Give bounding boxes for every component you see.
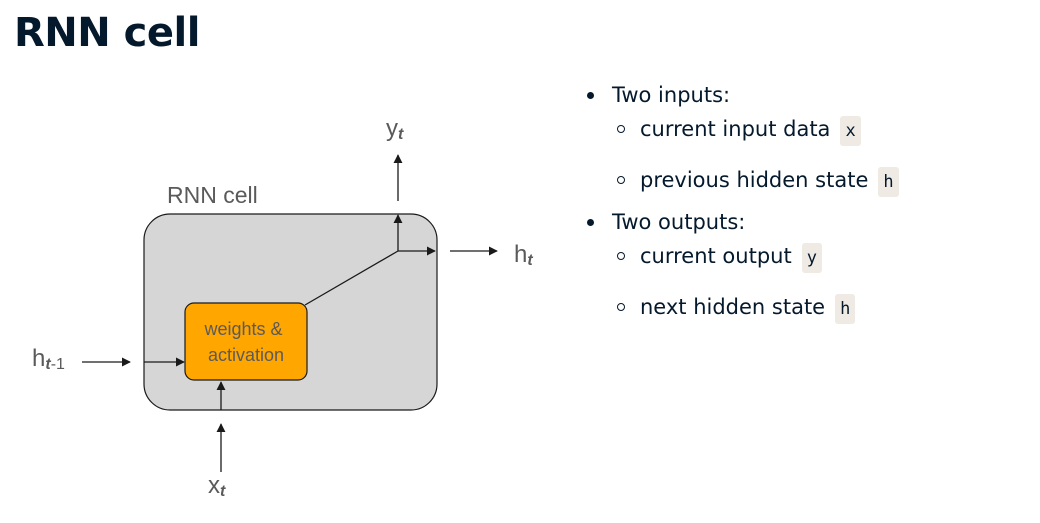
inline-code-x: x: [840, 116, 861, 146]
h-t-label: ht: [514, 241, 533, 269]
bullet-inputs: Two inputs: current input data x previous…: [586, 80, 1026, 197]
inputs-sublist: current input data x previous hidden stat…: [612, 113, 1026, 197]
inline-code-y: y: [801, 243, 822, 273]
sub-bullet-text: current output: [640, 244, 792, 268]
weights-activation-label: weights & activation: [203, 319, 287, 365]
bullet-outputs: Two outputs: current output y next hidden…: [586, 207, 1026, 324]
sub-bullet-next-hidden: next hidden state h: [612, 291, 1026, 324]
outputs-sublist: current output y next hidden state h: [612, 240, 1026, 324]
inline-code-h: h: [835, 294, 856, 324]
y-t-label: yt: [386, 115, 404, 143]
bullet-outputs-text: Two outputs:: [612, 210, 746, 234]
sub-bullet-text: current input data: [640, 117, 831, 141]
weights-activation-block: [184, 302, 308, 381]
rnn-cell-diagram: RNN cell weights & activation yt ht ht-1…: [32, 115, 533, 500]
sub-bullet-text: next hidden state: [640, 295, 826, 319]
slide-title: RNN cell: [14, 10, 200, 56]
h-prev-label: ht-1: [32, 345, 65, 373]
sub-bullet-current-input: current input data x: [612, 113, 1026, 146]
x-t-label: xt: [208, 472, 226, 500]
bullet-list: Two inputs: current input data x previous…: [586, 80, 1026, 324]
block-label-line2: activation: [208, 345, 284, 365]
sub-bullet-text: previous hidden state: [640, 168, 869, 192]
bullet-inputs-text: Two inputs:: [612, 83, 731, 107]
sub-bullet-previous-hidden: previous hidden state h: [612, 164, 1026, 197]
block-label-line1: weights &: [203, 319, 282, 339]
block-to-split-line: [304, 250, 399, 306]
sub-bullet-current-output: current output y: [612, 240, 1026, 273]
rnn-cell-label: RNN cell: [167, 182, 258, 208]
inline-code-h: h: [878, 167, 899, 197]
